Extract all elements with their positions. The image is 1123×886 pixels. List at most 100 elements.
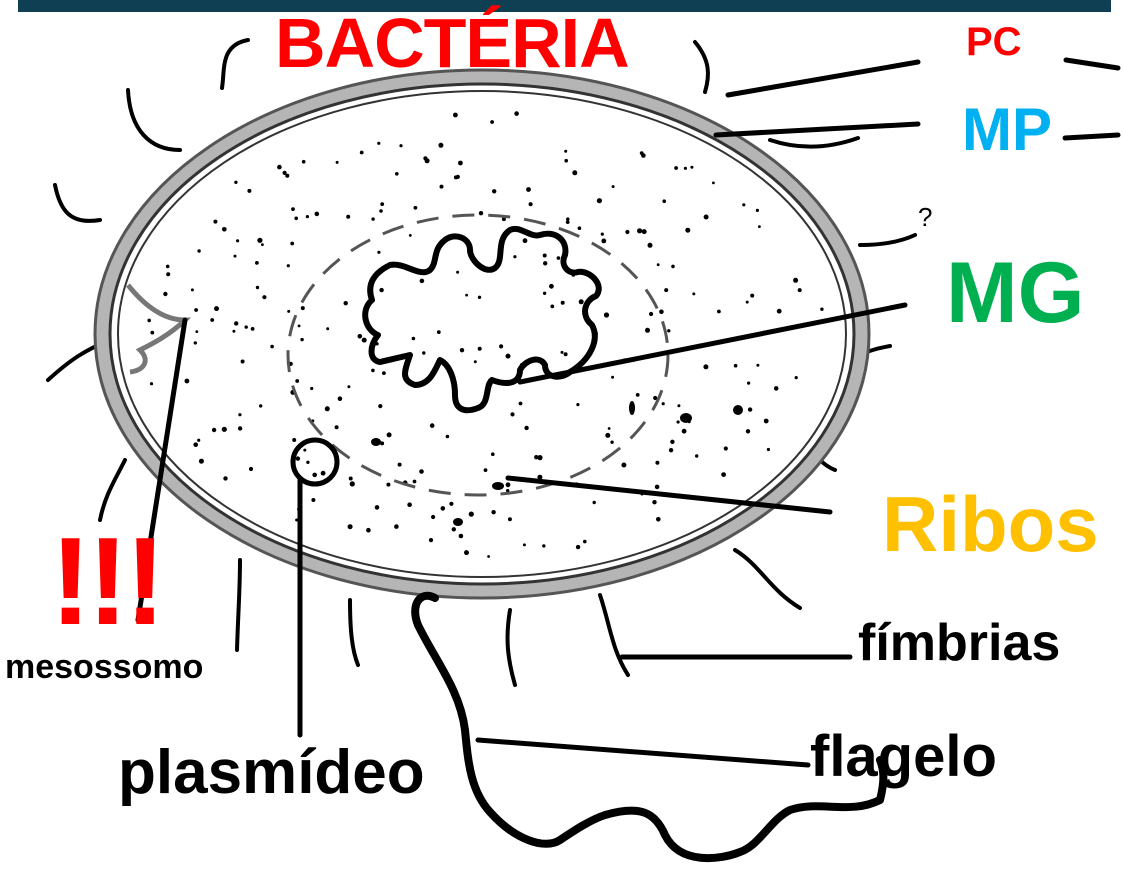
- cytoplasm-dot: [662, 199, 666, 203]
- cytoplasm-dot: [492, 189, 496, 193]
- cytoplasm-dot: [232, 330, 235, 333]
- cytoplasm-dot: [251, 327, 255, 331]
- cytoplasm-dot: [301, 306, 305, 310]
- cytoplasm-dot: [685, 228, 690, 233]
- cytoplasm-dot: [667, 329, 670, 332]
- cytoplasm-dot: [508, 517, 512, 521]
- cytoplasm-dot: [621, 463, 626, 468]
- warning-marks: !!!: [50, 520, 162, 644]
- cytoplasm-dot: [222, 427, 227, 432]
- cytoplasm-dot: [564, 150, 567, 153]
- cytoplasm-dot: [601, 233, 604, 236]
- cytoplasm-dot: [795, 376, 798, 379]
- cytoplasm-dot: [413, 480, 417, 484]
- cytoplasm-dot: [185, 379, 190, 384]
- cytoplasm-dot: [287, 310, 290, 313]
- cytoplasm-dot: [387, 432, 392, 437]
- cytoplasm-dot: [441, 506, 446, 511]
- cytoplasm-dot: [704, 215, 709, 220]
- label-mg: MG: [946, 250, 1085, 336]
- cytoplasm-dot: [677, 404, 680, 407]
- cytoplasm-dot: [371, 369, 375, 373]
- cytoplasm-dot: [431, 515, 435, 519]
- cytoplasm-dot: [298, 325, 301, 328]
- cytoplasm-dot: [469, 511, 474, 516]
- cytoplasm-dot: [561, 301, 565, 305]
- cytoplasm-dot: [746, 301, 749, 304]
- cytoplasm-dot: [420, 279, 425, 284]
- cytoplasm-dot: [721, 472, 726, 477]
- cytoplasm-dot: [657, 263, 660, 266]
- cytoplasm-dot: [669, 448, 673, 452]
- plasma-membrane: [110, 84, 854, 584]
- cytoplasm-dot: [358, 334, 363, 339]
- cytoplasm-dot: [748, 407, 752, 411]
- cytoplasm-dot: [460, 348, 464, 352]
- cytoplasm-dot: [636, 393, 640, 397]
- cytoplasm-dot: [670, 440, 674, 444]
- cytoplasm-dot: [519, 402, 523, 406]
- cytoplasm-dot: [377, 142, 380, 145]
- cytoplasm-dot: [777, 309, 782, 314]
- cytoplasm-dot: [312, 473, 317, 478]
- cytoplasm-dot: [261, 243, 264, 246]
- cytoplasm-dot: [692, 292, 695, 295]
- cytoplasm-dot: [597, 198, 602, 203]
- cytoplasm-dot: [564, 352, 568, 356]
- cytoplasm-dot: [649, 312, 653, 316]
- cytoplasm-dot: [703, 364, 708, 369]
- cytoplasm-dot: [578, 226, 582, 230]
- cytoplasm-dot: [379, 209, 383, 213]
- cytoplasm-dot: [724, 446, 728, 450]
- label-mp: MP: [962, 100, 1052, 160]
- label-ribos: Ribos: [882, 485, 1099, 563]
- cytoplasm-dot: [557, 256, 561, 260]
- cytoplasm-dot: [270, 345, 274, 349]
- cytoplasm-dot: [453, 113, 458, 118]
- cytoplasm-dot: [325, 406, 330, 411]
- cytoplasm-dot: [166, 272, 170, 276]
- cytoplasm-dot: [238, 426, 242, 430]
- cytoplasm-dot: [247, 189, 251, 193]
- cytoplasm-dot: [491, 510, 495, 514]
- cytoplasm-dot: [236, 239, 239, 242]
- label-flagelo: flagelo: [810, 728, 997, 786]
- cytoplasm-dot: [465, 294, 468, 297]
- cytoplasm-dot: [287, 264, 290, 267]
- cytoplasm-dot: [380, 202, 384, 206]
- cytoplasm-dot: [214, 306, 219, 311]
- cytoplasm-dot: [645, 328, 650, 333]
- cytoplasm-dot: [311, 498, 315, 502]
- cytoplasm-dot: [296, 456, 300, 460]
- cytoplasm-dot: [212, 428, 216, 432]
- cytoplasm-dot: [604, 312, 609, 317]
- cytoplasm-dot: [767, 448, 770, 451]
- label-mesossomo: mesossomo: [5, 650, 203, 684]
- cytoplasm-dot: [662, 402, 665, 405]
- cytoplasm-dot: [394, 524, 399, 529]
- cytoplasm-dot: [601, 239, 606, 244]
- cytoplasm-dot: [526, 187, 531, 192]
- cytoplasm-dot: [399, 144, 402, 147]
- cytoplasm-dot: [793, 278, 798, 283]
- cytoplasm-dot: [742, 203, 745, 206]
- cytoplasm-dot: [295, 379, 299, 383]
- cytoplasm-dot: [490, 120, 494, 124]
- cytoplasm-dot: [222, 227, 227, 232]
- cytoplasm-dot: [506, 354, 511, 359]
- cytoplasm-dot: [336, 161, 339, 164]
- cytoplasm-dot: [659, 310, 664, 315]
- cytoplasm-dot: [150, 331, 154, 335]
- cytoplasm-dot: [371, 217, 374, 220]
- cytoplasm-dot: [326, 327, 329, 330]
- cytoplasm-dot: [290, 242, 294, 246]
- cytoplasm-dot: [238, 413, 241, 416]
- cytoplasm-dot: [347, 385, 350, 388]
- cytoplasm-dot: [625, 230, 629, 234]
- cytoplasm-dot: [652, 500, 656, 504]
- cytoplasm-dot: [478, 296, 481, 299]
- cytoplasm-dot: [350, 481, 355, 486]
- cytoplasm-dot: [474, 360, 477, 363]
- cytoplasm-dot: [194, 308, 198, 312]
- cytoplasm-dot: [611, 376, 614, 379]
